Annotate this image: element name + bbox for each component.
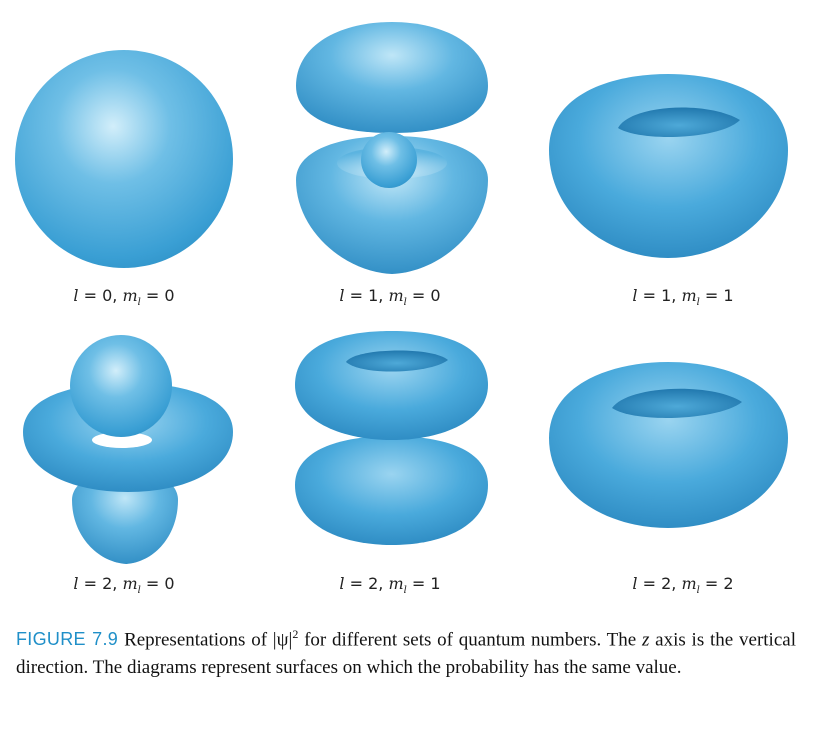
orbital-l2-m0 bbox=[23, 335, 233, 564]
m-value: 1 bbox=[723, 286, 734, 305]
label-l2-m2: l = 2, ml = 2 bbox=[632, 574, 734, 597]
orbital-l1-m0 bbox=[296, 22, 488, 274]
orbital-l2-m1 bbox=[295, 331, 488, 545]
label-l1-m0: l = 1, ml = 0 bbox=[339, 286, 441, 309]
label-l2-m0: l = 2, ml = 0 bbox=[73, 574, 175, 597]
m-value: 0 bbox=[164, 286, 175, 305]
caption-text-b: for different sets of quantum numbers. T… bbox=[298, 629, 642, 651]
orbital-l1-m1 bbox=[549, 74, 788, 258]
orbital-l2-m2 bbox=[549, 362, 788, 528]
caption-text-c: axis is the vertical direction. The diag… bbox=[16, 629, 796, 679]
l-value: 2 bbox=[368, 574, 379, 593]
m-value: 1 bbox=[430, 574, 441, 593]
l-value: 2 bbox=[102, 574, 113, 593]
m-value: 0 bbox=[164, 574, 175, 593]
l-value: 0 bbox=[102, 286, 113, 305]
caption-text-a: Representations of |ψ| bbox=[124, 629, 293, 651]
label-l0-m0: l = 0, ml = 0 bbox=[73, 286, 175, 309]
label-l1-m1: l = 1, ml = 1 bbox=[632, 286, 734, 309]
m-value: 0 bbox=[430, 286, 441, 305]
caption-exponent: 2 bbox=[292, 627, 299, 641]
m-value: 2 bbox=[723, 574, 734, 593]
caption-z: z bbox=[641, 629, 650, 651]
figure-label: FIGURE 7.9 bbox=[16, 629, 119, 650]
l-value: 2 bbox=[661, 574, 672, 593]
orbital-figure bbox=[15, 22, 788, 564]
l-value: 1 bbox=[661, 286, 672, 305]
label-l2-m1: l = 2, ml = 1 bbox=[339, 574, 441, 597]
orbital-l0-m0 bbox=[15, 50, 233, 268]
l-value: 1 bbox=[368, 286, 379, 305]
